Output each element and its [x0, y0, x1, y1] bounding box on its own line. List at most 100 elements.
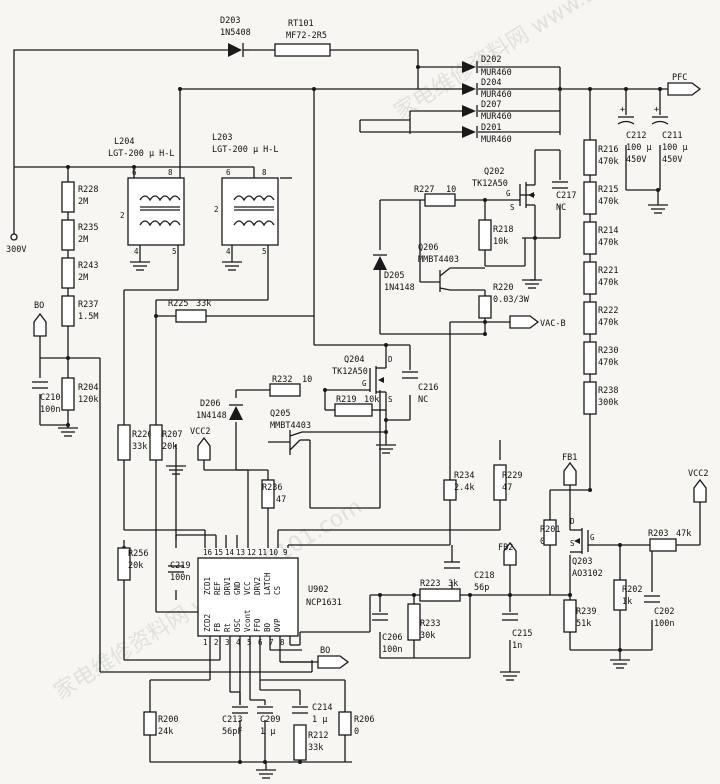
svg-text:100n: 100n [382, 645, 402, 655]
svg-text:4: 4 [236, 638, 241, 647]
svg-text:VCC2: VCC2 [190, 427, 210, 437]
svg-text:56p: 56p [474, 583, 489, 593]
resistor-r218: R218 10k [478, 219, 513, 251]
svg-text:2: 2 [214, 638, 219, 647]
svg-text:R212: R212 [308, 731, 328, 741]
capacitor-c211: + C211 100 μ 450V [651, 105, 688, 165]
ground-symbol [256, 762, 276, 779]
diode-d206: D206 1N4148 [196, 399, 243, 421]
svg-text:NCP1631: NCP1631 [306, 598, 342, 608]
resistor-r227: R227 10 [414, 185, 456, 207]
svg-text:100n: 100n [170, 573, 190, 583]
svg-text:6: 6 [132, 168, 137, 177]
svg-text:47: 47 [276, 495, 286, 505]
svg-text:30k: 30k [420, 631, 435, 641]
svg-text:LGT-200 μ H-L: LGT-200 μ H-L [108, 149, 175, 159]
svg-text:TK12A50: TK12A50 [472, 179, 508, 189]
fb1-flag: FB1 [562, 453, 577, 486]
diode-d203: D203 1N5408 [220, 16, 251, 57]
vcc2-flag-left: VCC2 [190, 427, 211, 461]
svg-text:100n: 100n [654, 619, 674, 629]
resistor-r223: R223 3k [419, 579, 461, 602]
svg-text:11: 11 [258, 548, 267, 557]
capacitor-c215: C215 1n [502, 613, 532, 651]
svg-text:R204: R204 [78, 383, 98, 393]
capacitor-c214: C214 1 μ [292, 703, 332, 725]
resistor-r229: R229 47 [493, 464, 522, 501]
svg-text:C210: C210 [40, 393, 60, 403]
resistor-r206: R206 0 [338, 711, 374, 737]
ic-top-pin-names: ZCD1 REF DRV1 GND VCC DRV2 LATCH CS [203, 572, 282, 595]
ic-bottom-pin-names: ZCD2 FB Rt OSC Vcont FFO BO OVP [203, 609, 282, 632]
svg-text:FB2: FB2 [498, 543, 513, 553]
bo-input-flag: BO [33, 301, 47, 337]
svg-text:15: 15 [214, 548, 223, 557]
svg-text:300k: 300k [598, 398, 618, 408]
bo-output-flag: BO [317, 646, 350, 669]
svg-text:1 μ: 1 μ [260, 727, 275, 737]
svg-text:C212: C212 [626, 131, 646, 141]
svg-text:C218: C218 [474, 571, 494, 581]
svg-text:MUR460: MUR460 [481, 135, 512, 145]
resistor-r234: R234 2.4k [443, 471, 474, 501]
resistor-r220: R220 0.03/3W [478, 283, 530, 319]
svg-text:ZCD2: ZCD2 [203, 614, 212, 632]
ground-symbol [376, 444, 396, 454]
svg-text:2: 2 [120, 211, 125, 220]
svg-text:9: 9 [283, 548, 288, 557]
svg-text:10k: 10k [364, 395, 379, 405]
svg-text:OVP: OVP [273, 618, 282, 632]
svg-text:51k: 51k [576, 619, 591, 629]
resistor-r256: R256 20k [117, 547, 148, 581]
resistor-r202: R202 1k [613, 579, 642, 611]
svg-text:3k: 3k [448, 579, 458, 589]
svg-text:NC: NC [556, 203, 566, 213]
svg-text:33k: 33k [196, 299, 211, 309]
svg-text:56pF: 56pF [222, 727, 242, 737]
svg-text:8: 8 [280, 638, 285, 647]
svg-text:33k: 33k [132, 442, 147, 452]
svg-text:ZCD1: ZCD1 [203, 577, 212, 595]
svg-text:R227: R227 [414, 185, 434, 195]
svg-text:0.03/3W: 0.03/3W [493, 295, 530, 305]
svg-text:LGT-200 μ H-L: LGT-200 μ H-L [212, 145, 279, 155]
svg-text:D201: D201 [481, 123, 501, 133]
svg-text:0: 0 [540, 537, 545, 547]
resistor-r219: R219 10k [334, 395, 379, 417]
capacitor-c202: C202 100n [644, 595, 674, 629]
resistor-r236: R236 47 [261, 479, 286, 509]
svg-text:MMBT4403: MMBT4403 [270, 421, 311, 431]
ground-symbol [500, 671, 520, 681]
svg-text:AO3102: AO3102 [572, 569, 603, 579]
svg-text:47: 47 [502, 483, 512, 493]
svg-text:R214: R214 [598, 226, 618, 236]
svg-text:Q205: Q205 [270, 409, 290, 419]
svg-text:R200: R200 [158, 715, 178, 725]
svg-text:470k: 470k [598, 278, 618, 288]
resistor-r233: R233 30k [407, 603, 440, 641]
capacitor-c213: C213 56pF [222, 706, 248, 737]
capacitor-c216: C216 NC [402, 371, 438, 405]
svg-text:100n: 100n [40, 405, 60, 415]
svg-text:100 μ: 100 μ [662, 143, 688, 153]
svg-text:20k: 20k [162, 442, 177, 452]
fb2-flag: FB2 [498, 541, 517, 566]
diode-d207: D207 MUR460 [462, 100, 512, 122]
svg-text:C209: C209 [260, 715, 280, 725]
svg-text:6: 6 [226, 168, 231, 177]
svg-text:+: + [620, 105, 625, 115]
resistor-r203: R203 47k [648, 529, 691, 552]
svg-text:20k: 20k [128, 561, 143, 571]
svg-text:10: 10 [302, 375, 312, 385]
svg-text:C216: C216 [418, 383, 438, 393]
ic-top-pin-numbers: 16 15 14 13 12 11 10 9 [203, 548, 288, 557]
svg-text:6: 6 [258, 638, 263, 647]
svg-text:R235: R235 [78, 223, 98, 233]
svg-text:R206: R206 [354, 715, 374, 725]
